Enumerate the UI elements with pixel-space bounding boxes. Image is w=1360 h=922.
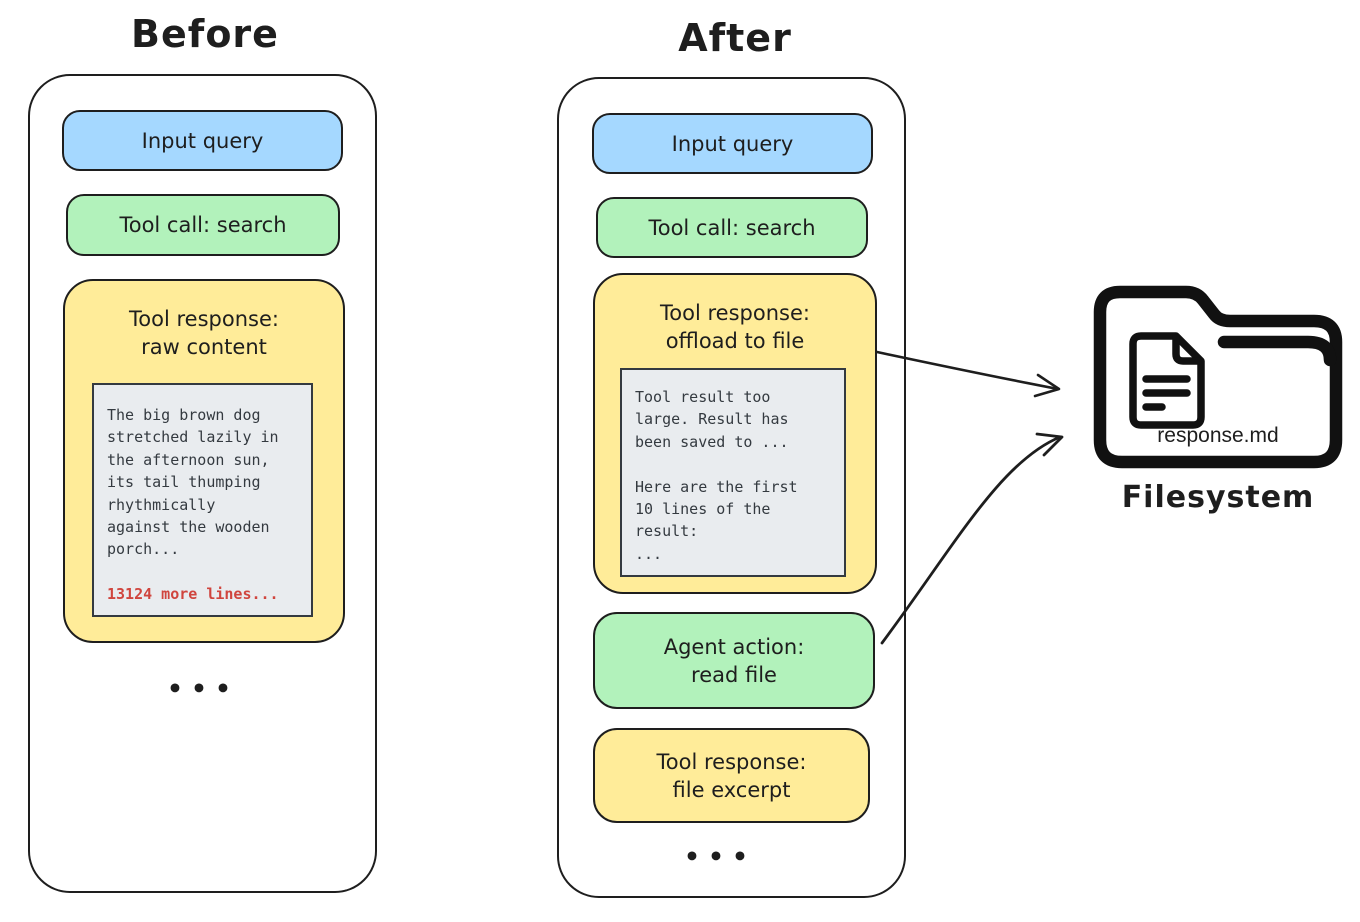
filesystem-label: Filesystem bbox=[1121, 480, 1315, 515]
after-agent-action-node: Agent action: read file bbox=[593, 612, 875, 709]
before-ellipsis: ••• bbox=[167, 674, 239, 703]
before-more-lines-text: 13124 more lines... bbox=[107, 585, 279, 604]
before-tool-call-node: Tool call: search bbox=[66, 194, 340, 256]
after-input-query-label: Input query bbox=[671, 131, 794, 156]
before-raw-content-codeblock: The big brown dog stretched lazily in th… bbox=[92, 383, 313, 617]
before-tool-call-label: Tool call: search bbox=[119, 213, 287, 237]
file-text-icon bbox=[1129, 332, 1205, 429]
after-offload-text: Tool result too large. Result has been s… bbox=[635, 388, 798, 563]
after-offload-codeblock: Tool result too large. Result has been s… bbox=[620, 368, 846, 577]
folder-icon bbox=[1093, 285, 1343, 469]
read-file-arrow bbox=[880, 432, 1064, 645]
after-input-query-node: Input query bbox=[592, 113, 873, 174]
after-tool-call-label: Tool call: search bbox=[648, 215, 816, 240]
after-agent-action-line2: read file bbox=[691, 662, 777, 687]
after-file-excerpt-line2: file excerpt bbox=[672, 777, 791, 802]
before-raw-content-text: The big brown dog stretched lazily in th… bbox=[107, 406, 279, 559]
after-agent-action-line1: Agent action: bbox=[663, 634, 805, 659]
response-file-name: response.md bbox=[1157, 424, 1279, 447]
offload-arrow bbox=[875, 350, 1061, 398]
before-tool-response-title-line2: raw content bbox=[141, 335, 267, 359]
before-input-query-label: Input query bbox=[141, 128, 264, 153]
before-column-title: Before bbox=[131, 12, 279, 56]
before-tool-response-title-line1: Tool response: bbox=[129, 307, 279, 331]
after-column-title: After bbox=[678, 16, 792, 60]
after-file-excerpt-node: Tool response: file excerpt bbox=[593, 728, 870, 823]
after-tool-call-node: Tool call: search bbox=[596, 197, 868, 258]
before-input-query-node: Input query bbox=[62, 110, 343, 171]
after-file-excerpt-line1: Tool response: bbox=[656, 749, 807, 774]
after-tool-response-title-line1: Tool response: bbox=[660, 301, 810, 325]
after-tool-response-title-line2: offload to file bbox=[665, 329, 805, 353]
after-ellipsis: ••• bbox=[684, 842, 756, 871]
